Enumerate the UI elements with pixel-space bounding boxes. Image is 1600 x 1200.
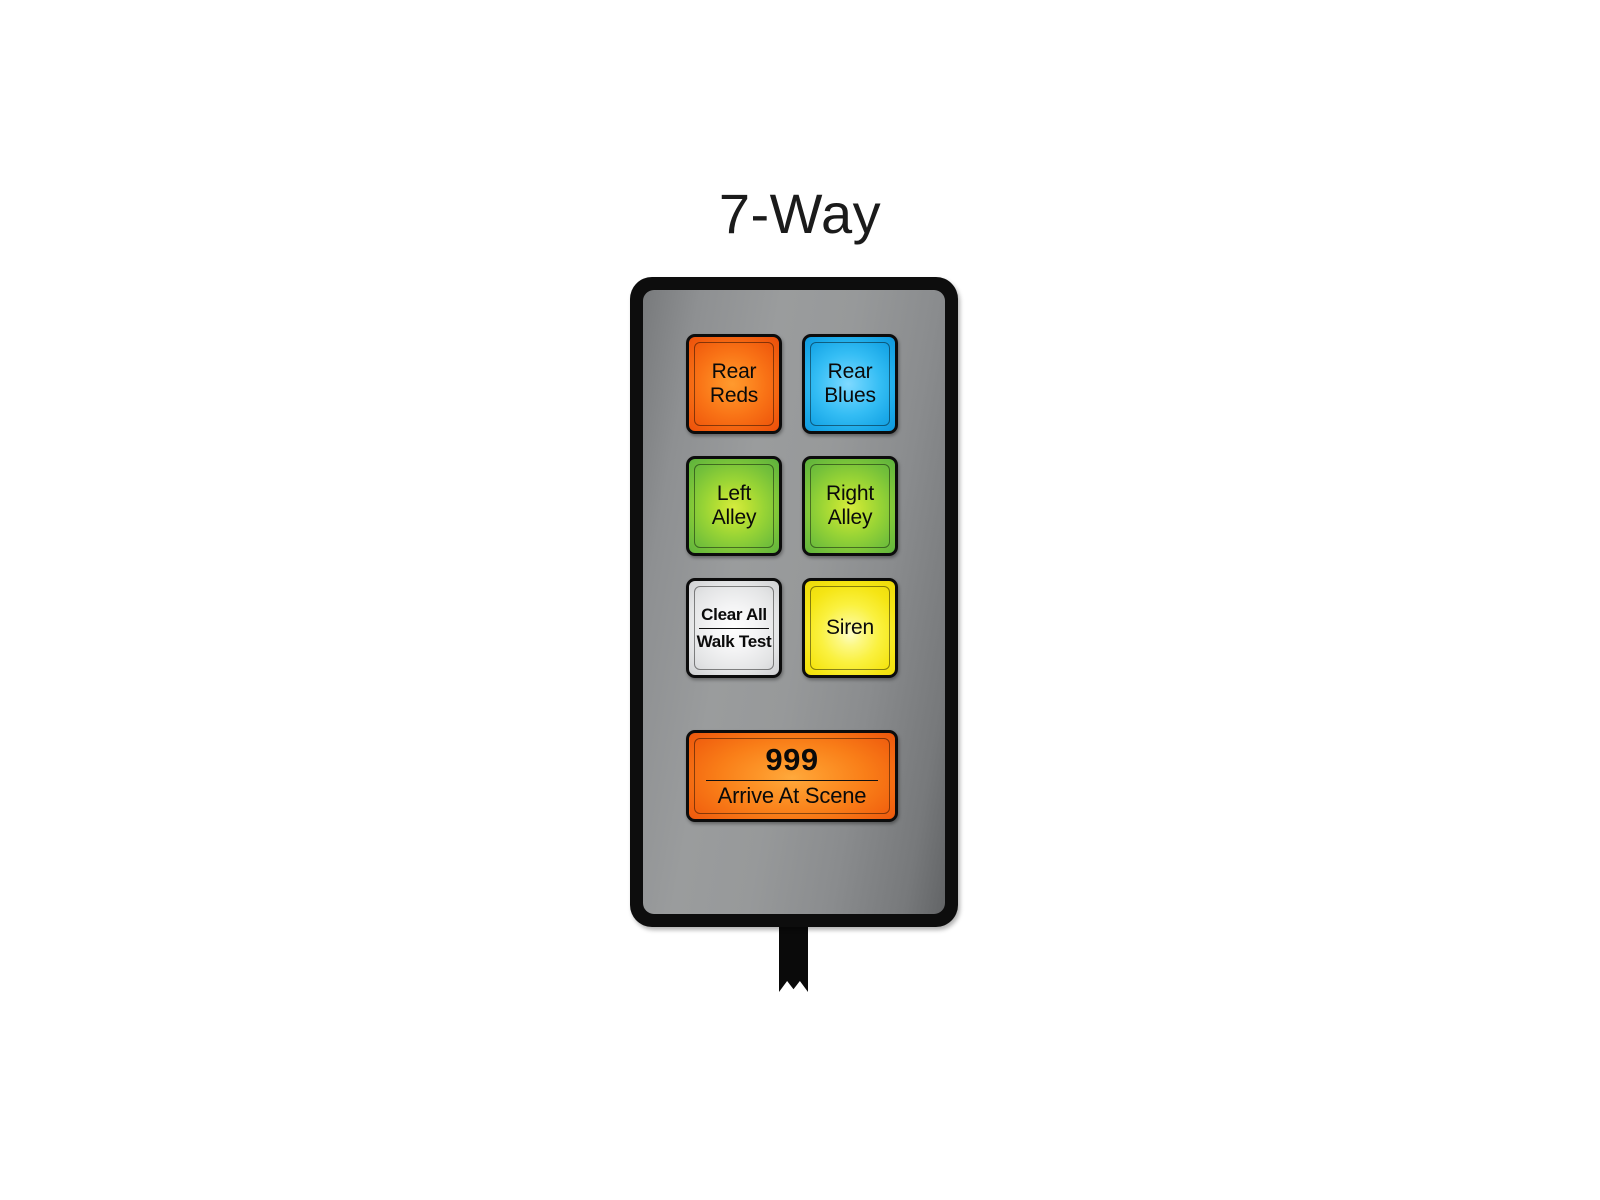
button-left-alley-label: Left Alley <box>712 482 757 530</box>
button-rear-blues-label-line2: Blues <box>824 384 876 407</box>
button-clear-all-label: Clear All <box>701 605 767 625</box>
button-left-alley-label-line2: Alley <box>711 506 757 529</box>
button-left-alley-label-line1: Left <box>716 482 752 506</box>
button-row-3: Clear All Walk Test Siren <box>686 578 898 678</box>
button-arrive-at-scene[interactable]: 999 Arrive At Scene <box>686 730 898 822</box>
button-siren-label-line1: Siren <box>825 616 875 640</box>
button-walk-test-label: Walk Test <box>696 631 772 651</box>
button-clear-all-walk-test[interactable]: Clear All Walk Test <box>686 578 782 678</box>
button-arrive-at-scene-code: 999 <box>765 741 819 777</box>
button-clear-all-walk-test-label: Clear All Walk Test <box>697 605 772 651</box>
button-right-alley-label: Right Alley <box>826 482 874 530</box>
device-face: Rear Reds Rear Blues Left Alley <box>643 290 945 914</box>
label-divider-rule <box>706 780 878 782</box>
button-siren[interactable]: Siren <box>802 578 898 678</box>
button-row-2: Left Alley Right Alley <box>686 456 898 556</box>
button-right-alley-label-line2: Alley <box>827 506 873 529</box>
button-siren-label: Siren <box>826 616 874 640</box>
button-left-alley[interactable]: Left Alley <box>686 456 782 556</box>
button-grid: Rear Reds Rear Blues Left Alley <box>686 334 898 700</box>
button-right-alley-label-line1: Right <box>825 482 875 506</box>
page-title: 7-Way <box>718 182 882 245</box>
button-right-alley[interactable]: Right Alley <box>802 456 898 556</box>
button-row-1: Rear Reds Rear Blues <box>686 334 898 434</box>
button-rear-blues[interactable]: Rear Blues <box>802 334 898 434</box>
button-arrive-at-scene-label: 999 Arrive At Scene <box>706 741 878 809</box>
button-rear-blues-label-line1: Rear <box>827 360 873 384</box>
button-rear-reds-label-line1: Rear <box>711 360 757 384</box>
label-divider-rule <box>698 627 770 629</box>
button-rear-blues-label: Rear Blues <box>824 360 876 408</box>
button-arrive-at-scene-text: Arrive At Scene <box>717 783 867 809</box>
button-rear-reds-label-line2: Reds <box>709 384 759 407</box>
control-panel-device: Rear Reds Rear Blues Left Alley <box>630 277 958 927</box>
button-rear-reds-label: Rear Reds <box>710 360 758 408</box>
button-rear-reds[interactable]: Rear Reds <box>686 334 782 434</box>
